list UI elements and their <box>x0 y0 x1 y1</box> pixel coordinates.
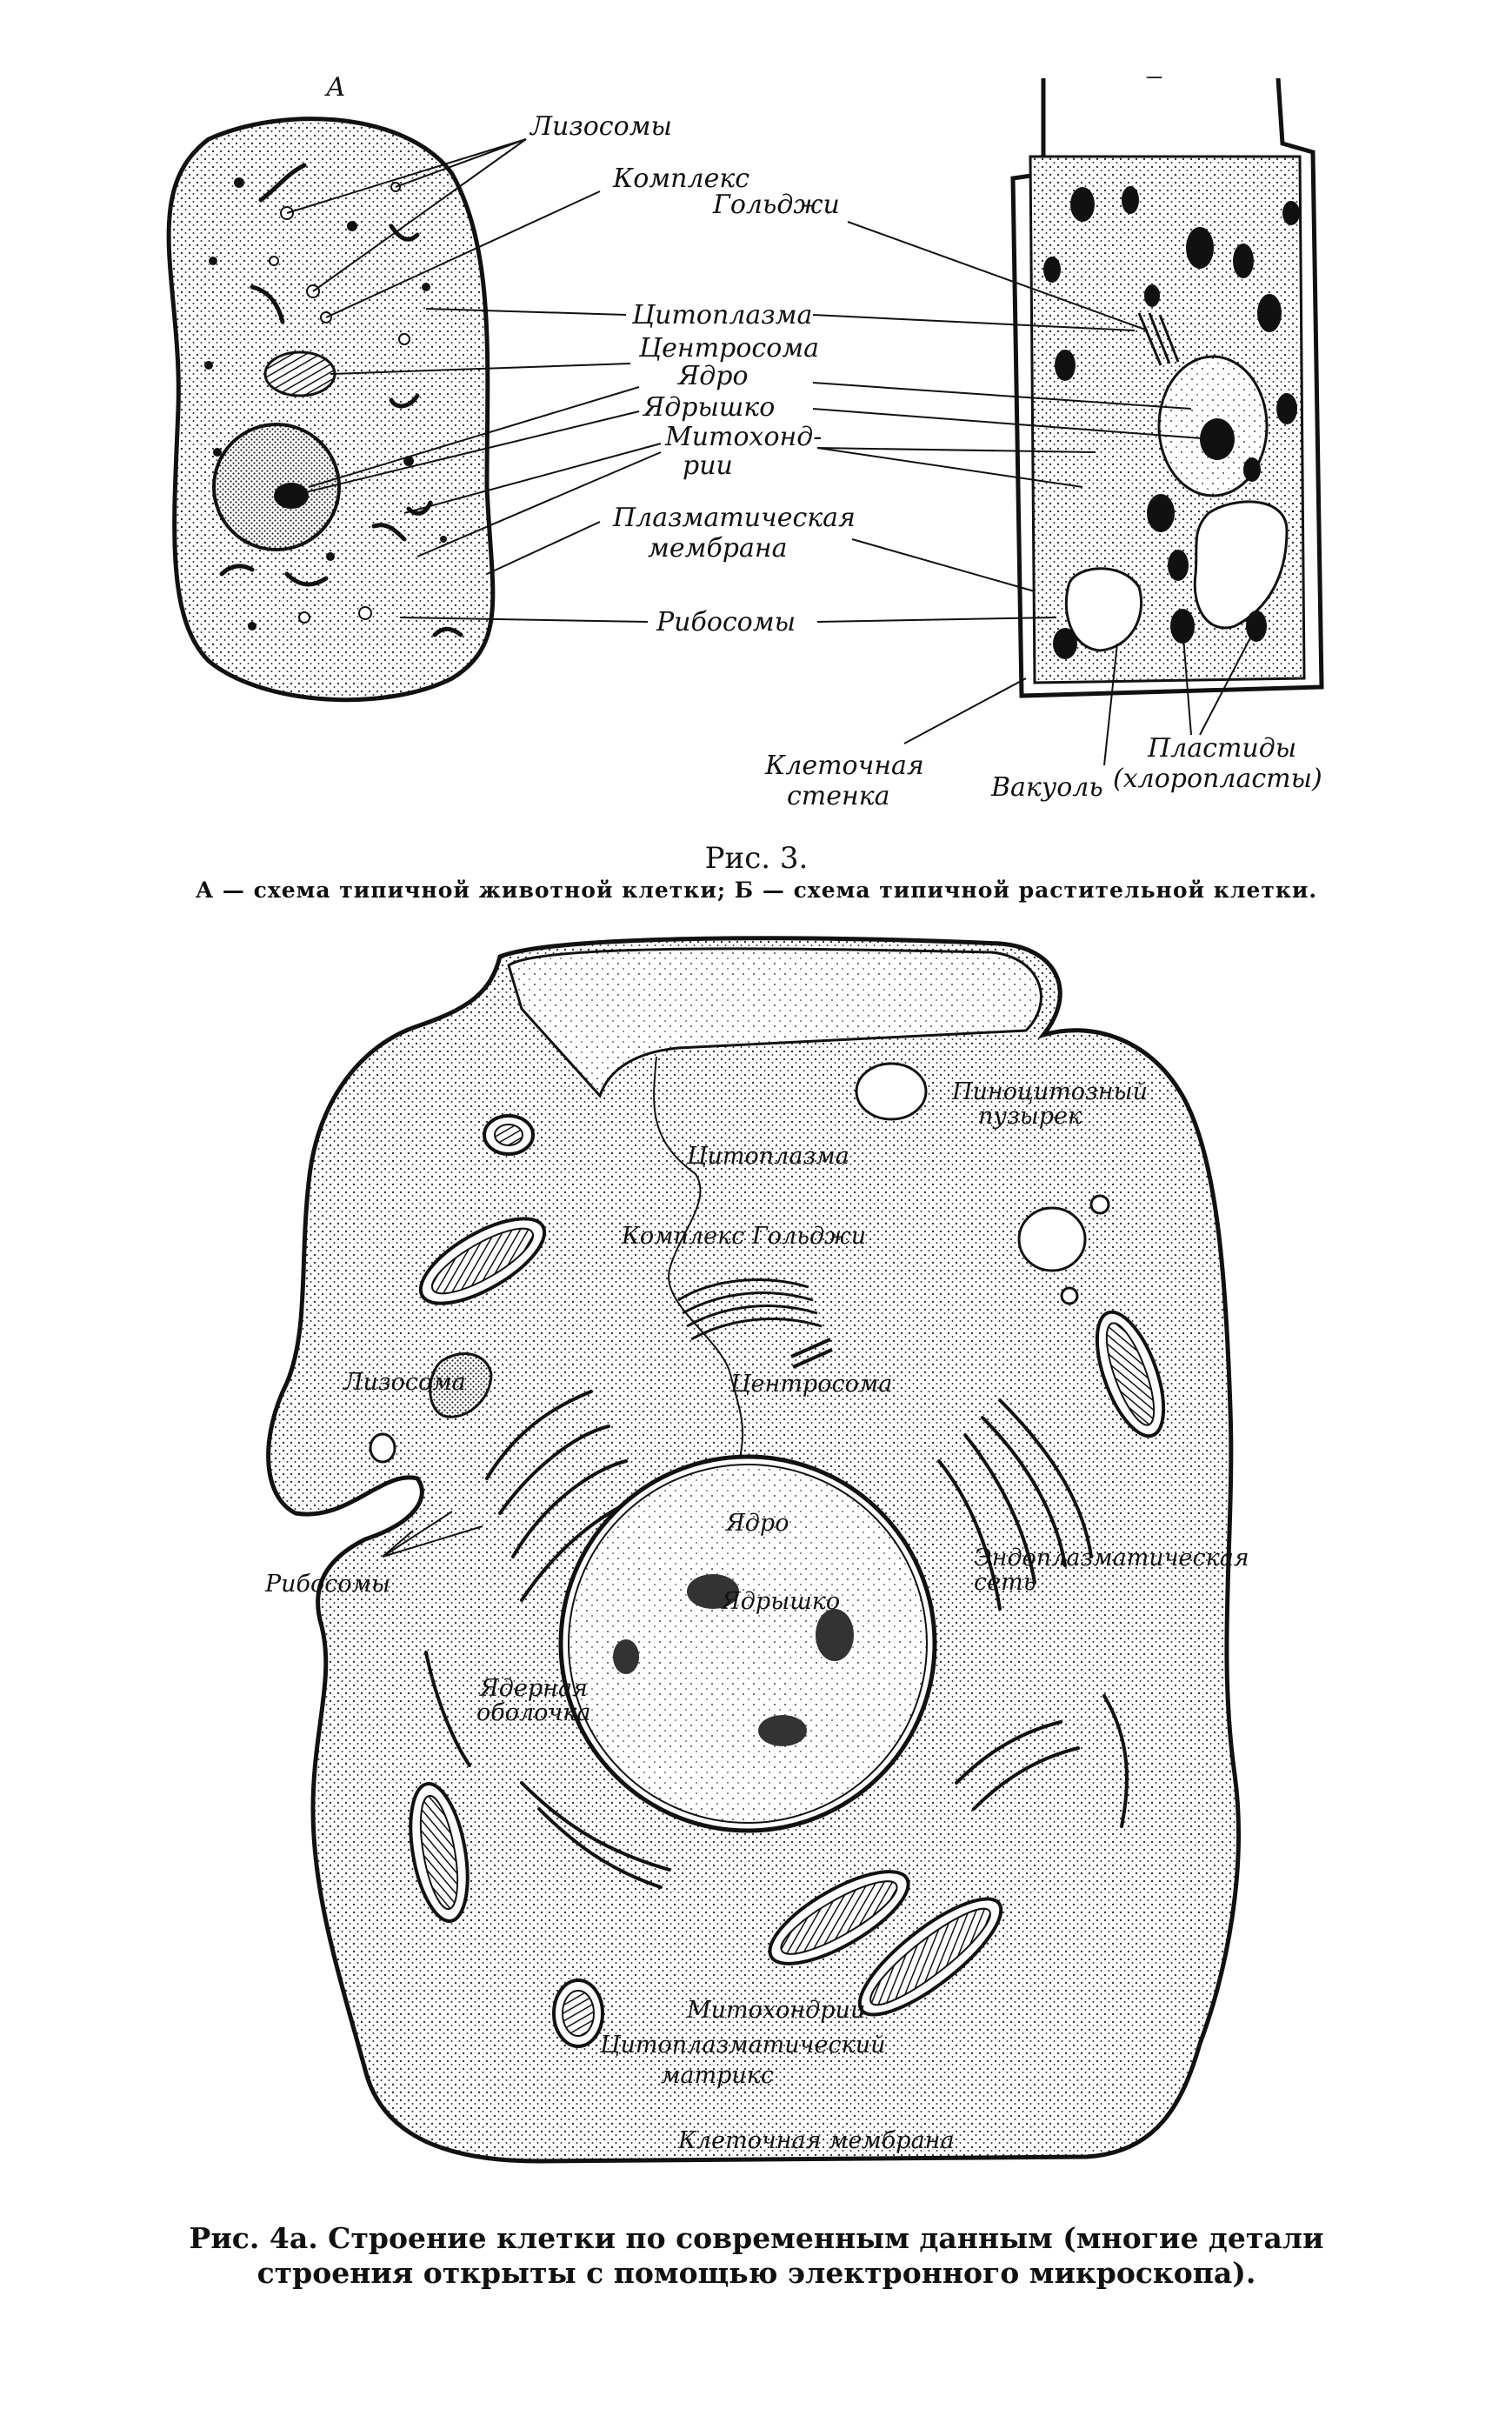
label-pinocytic-line2: пузырек <box>978 1103 1082 1130</box>
centrosome-4a <box>790 1338 833 1369</box>
figure-3-leader-lines <box>286 138 1257 766</box>
mitochondrion <box>418 1217 547 1305</box>
label-pinocytic-line1: Пиноцитозный <box>951 1078 1148 1105</box>
label-envelope-line1: Ядерная <box>479 1675 588 1702</box>
nuclear-envelope <box>568 1464 928 1824</box>
label-matrix-line2: матрикс <box>661 2062 774 2089</box>
label-cell-wall-line2: стенка <box>787 781 890 811</box>
animal-nucleus <box>212 423 341 551</box>
figure-4a-caption-line1: Рис. 4а. Строение клетки по современным … <box>190 2221 1324 2255</box>
pinocytic-vesicles <box>369 1062 1110 1464</box>
nucleus-4a <box>558 1454 937 1833</box>
mitochondrion <box>409 1782 470 1923</box>
plant-cell <box>1010 77 1324 698</box>
label-centrosome-4a: Центросома <box>729 1371 892 1398</box>
label-cell-membrane-4a: Клеточная мембрана <box>677 2127 955 2154</box>
figure-4a-leader-lines <box>382 1511 483 1558</box>
label-lysosome-4a: Лизосома <box>342 1369 466 1396</box>
endoplasmic-reticulum <box>424 1390 1129 1889</box>
cytoplasm-upper-lobe <box>507 947 1042 1098</box>
centrosome <box>263 350 336 397</box>
label-golgi-line1: Комплекс <box>612 163 749 194</box>
label-matrix-line1: Цитоплазматический <box>599 2032 885 2059</box>
lysosome <box>429 1352 493 1418</box>
mitochondrion <box>768 1870 910 1965</box>
mitochondrion <box>857 1897 1003 2017</box>
label-mitochondria-line2: рии <box>683 450 733 481</box>
mitochondrion <box>483 1114 535 1156</box>
figure-3-caption-subtitle: А — схема типичной животной клетки; Б — … <box>196 878 1317 903</box>
panel-a-letter: А <box>324 72 346 103</box>
label-plasma-membrane-line1: Плазматическая <box>612 503 856 533</box>
mitochondria-squiggles <box>219 163 463 637</box>
label-nucleus-4a: Ядро <box>725 1510 789 1537</box>
label-envelope-line2: оболочка <box>476 1699 590 1726</box>
label-ribosomes-4a: Рибосомы <box>264 1571 390 1598</box>
animal-cell-body <box>166 117 496 703</box>
nucleolus-4a <box>613 1574 854 1746</box>
small-vacuole <box>1064 567 1143 652</box>
mitochondrion <box>1095 1310 1166 1438</box>
label-centrosome: Центросома <box>638 333 819 364</box>
label-cytoplasm-4a: Цитоплазма <box>686 1143 849 1170</box>
label-nucleolus-4a: Ядрышко <box>721 1588 840 1615</box>
label-plastids-line2: (хлоропласты) <box>1113 764 1322 794</box>
label-plasma-membrane-line2: мембрана <box>648 533 788 564</box>
label-plastids-line1: Пластиды <box>1147 733 1296 764</box>
label-mitochondria-4a: Митохондрии <box>686 1997 865 2024</box>
plant-golgi <box>1137 312 1180 366</box>
plant-nucleolus <box>1200 418 1235 460</box>
figure-3-caption-title: Рис. 3. <box>705 841 809 876</box>
label-golgi-4a: Комплекс Гольджи <box>621 1223 866 1250</box>
label-nucleolus: Ядрышко <box>642 392 775 423</box>
label-cytoplasm: Цитоплазма <box>631 300 812 330</box>
figure-4a: Пиноцитозный пузырек Цитоплазма Комплекс… <box>190 936 1324 2290</box>
dark-granules <box>204 177 447 631</box>
label-er-line1: Эндоплазматическая <box>974 1545 1249 1572</box>
label-golgi-line2: Гольджи <box>712 190 840 220</box>
plastids <box>1043 186 1300 659</box>
mitochondrion-group <box>409 1114 1166 2048</box>
golgi-complex <box>677 1278 823 1341</box>
label-vacuole: Вакуоль <box>990 772 1103 803</box>
label-mitochondria-line1: Митохонд- <box>664 422 822 452</box>
figure-3: А Б <box>166 72 1324 903</box>
large-vacuole <box>1193 500 1289 630</box>
label-lysosomes: Лизосомы <box>529 111 672 142</box>
mitochondrion <box>552 1979 604 2048</box>
label-cell-wall-line1: Клеточная <box>764 751 924 781</box>
label-nucleus: Ядро <box>676 361 749 391</box>
label-er-line2: сеть <box>974 1569 1036 1596</box>
cytoplasm-boundary-line <box>653 1056 744 1462</box>
animal-cell <box>166 117 496 703</box>
figure-4a-caption-line2: строения открыты с помощью электронного … <box>257 2256 1256 2290</box>
label-ribosomes: Рибосомы <box>656 607 796 637</box>
